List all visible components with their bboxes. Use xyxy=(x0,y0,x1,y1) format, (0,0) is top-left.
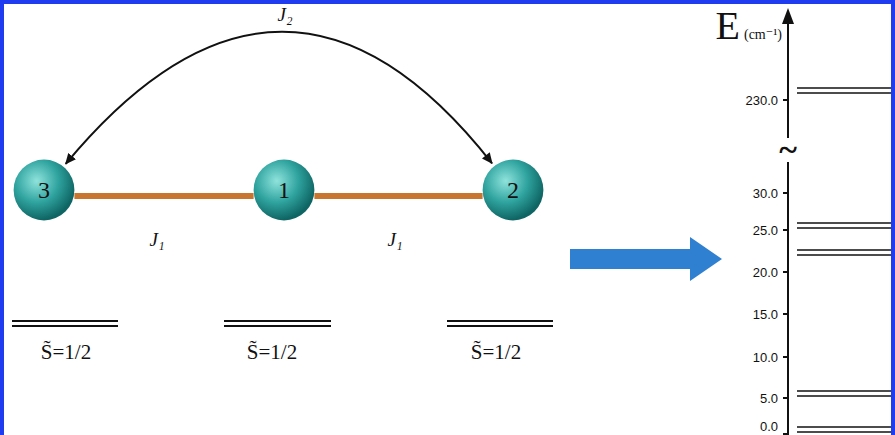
spin-label: S̃=1/2 xyxy=(247,340,297,365)
coupling-label: J₁ xyxy=(149,229,164,251)
energy-levels xyxy=(797,88,891,432)
axis-title: E(cm⁻¹) xyxy=(716,2,782,49)
tick-label: 0.0 xyxy=(760,419,778,434)
spin-sphere: 1 xyxy=(253,159,315,221)
spin-label: S̃=1/2 xyxy=(471,340,521,365)
tick-label: 10.0 xyxy=(753,350,778,365)
tick-label: 15.0 xyxy=(753,307,778,322)
coupling-label: J₂ xyxy=(277,4,292,26)
energy-axis xyxy=(782,8,794,435)
spin-sphere: 3 xyxy=(13,159,75,221)
axis-label: E xyxy=(716,2,740,49)
exchange-bond xyxy=(314,193,482,199)
tick-label: 5.0 xyxy=(760,391,778,406)
spin-level-lines xyxy=(12,321,553,326)
spin-label: S̃=1/2 xyxy=(41,340,91,365)
tick-label: 230.0 xyxy=(745,93,778,108)
exchange-arrow xyxy=(66,32,492,164)
tick-label: 20.0 xyxy=(753,265,778,280)
axis-label: (cm⁻¹) xyxy=(744,26,782,43)
exchange-bond xyxy=(74,193,253,199)
site-number: 3 xyxy=(13,159,75,221)
tick-label: 30.0 xyxy=(753,186,778,201)
tick-label: 25.0 xyxy=(753,223,778,238)
axis-break: ~ xyxy=(778,138,798,162)
coupling-label: J₁ xyxy=(387,229,402,251)
transition-arrow xyxy=(570,237,722,281)
site-number: 1 xyxy=(253,159,315,221)
site-number: 2 xyxy=(482,159,544,221)
spin-sphere: 2 xyxy=(482,159,544,221)
